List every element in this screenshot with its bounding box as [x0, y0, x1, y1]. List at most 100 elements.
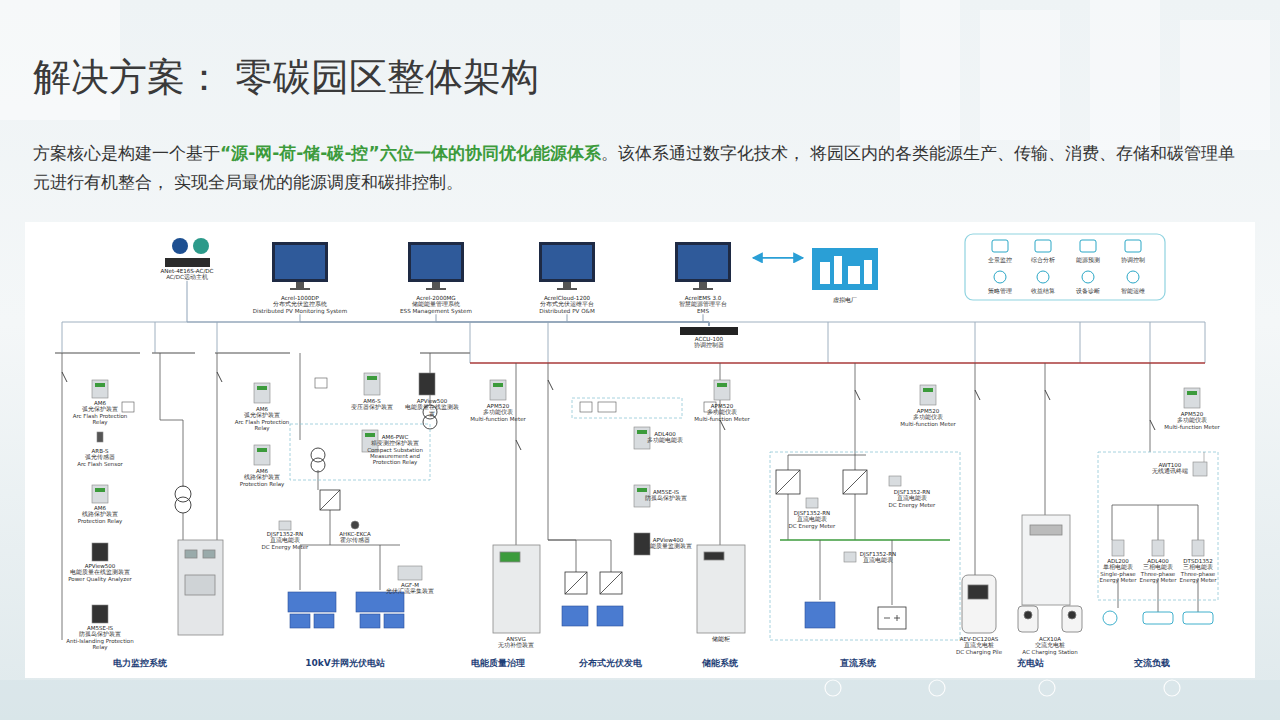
device-description: 箱变测控保护装置	[365, 440, 425, 446]
device-box: APView500电能质量在线监测装置Power Quality Analyze…	[65, 563, 135, 582]
model-name: DTSD1352	[1178, 558, 1218, 564]
group-frame	[770, 452, 960, 640]
meter-screen	[717, 383, 727, 387]
solar-panel	[562, 606, 588, 626]
monitor-screen	[275, 245, 325, 279]
device-description: AC/DC远动主机	[147, 274, 227, 280]
meter-screen	[637, 430, 647, 434]
virtual-plant-image	[834, 256, 842, 284]
charger-symbol	[1062, 606, 1082, 632]
device-description: 直流充电桩	[951, 642, 1007, 648]
power-wire	[62, 353, 63, 640]
device-description: 线路保护装置	[65, 511, 135, 517]
meter-icon	[806, 498, 818, 508]
device-box: APView500电能质量在线监测装置	[403, 398, 461, 417]
device-description: 直流电能表	[260, 537, 310, 543]
device-description: 交流充电桩	[1010, 642, 1090, 648]
model-name: AcrelCloud-1200	[519, 295, 615, 301]
meter-icon	[92, 380, 108, 398]
meter-icon	[714, 380, 730, 400]
device-description: 协调控制器	[664, 342, 754, 348]
device-box: ADL400三相电能表Three-phase Energy Meter	[1138, 558, 1178, 583]
meter-screen	[367, 376, 377, 380]
device-box: DJSF1352-RN直流电能表DC Energy Meter	[260, 531, 310, 550]
model-name: AM6	[65, 505, 135, 511]
function-label: 综合分析	[1031, 256, 1055, 265]
device-box: DJSF1352-RN直流电能表	[854, 551, 902, 564]
device-description: Three-phase Energy Meter	[1138, 571, 1178, 584]
main-busbar	[470, 362, 1205, 364]
section-label: 分布式光伏发电	[579, 657, 642, 670]
device-description: 多功能仪表	[469, 409, 527, 415]
meter-icon	[364, 373, 380, 395]
system-box: Acrel-2000MG储能能量管理系统ESS Management Syste…	[388, 240, 484, 314]
power-wire	[855, 363, 856, 455]
device-box: AM6-S变压器保护装置	[346, 398, 398, 411]
device-description: 无线通讯终端	[1150, 468, 1190, 474]
transformer-symbol	[311, 458, 325, 472]
device-description: 弧光保护装置	[65, 406, 135, 412]
breaker-symbol	[975, 390, 980, 400]
group-frame	[572, 398, 682, 418]
device-description: 分布式光伏监控系统	[252, 301, 348, 307]
device-description: Distributed PV Monitoring System	[252, 308, 348, 314]
meter-screen	[257, 386, 267, 390]
meter-icon	[92, 373, 1207, 623]
virtual-plant-image	[812, 248, 878, 290]
group-frame	[1098, 452, 1218, 600]
breaker-symbol	[62, 372, 1155, 450]
device-description: DC Energy Meter	[884, 502, 940, 508]
communication-line	[548, 322, 549, 363]
charger-symbol	[1024, 611, 1032, 619]
model-name: AGF-M	[385, 582, 435, 588]
meter-screen	[95, 383, 105, 387]
device-description: DC Energy Meter	[784, 523, 840, 529]
device-description: 多功能电能表	[645, 437, 685, 443]
solar-panel	[384, 614, 404, 628]
model-name: AM5SE-IS	[65, 625, 135, 631]
device-box: APM520多功能仪表Multi-function Meter	[693, 403, 751, 422]
breaker-symbol	[217, 372, 222, 382]
device-box: AM5SE-IS防孤岛保护装置	[644, 489, 688, 502]
device-description: Anti-Islanding Protection Relay	[65, 638, 135, 651]
busbar	[55, 352, 140, 353]
monitor-screen	[426, 288, 446, 290]
function-panel	[1035, 240, 1051, 252]
device-box: DJSF1352-RN直流电能表DC Energy Meter	[784, 510, 840, 529]
device-description: 单相电能表	[1098, 564, 1138, 570]
communication-link	[703, 314, 709, 326]
cabinet	[185, 550, 197, 558]
function-label: 能源预测	[1076, 256, 1100, 265]
communication-line	[470, 322, 471, 363]
monitor-screen	[290, 288, 310, 290]
transformer-symbol	[175, 405, 437, 513]
system-box: ANet-4E16S-AC/DCAC/DC远动主机	[147, 268, 227, 281]
device-description: Multi-function Meter	[1163, 424, 1221, 430]
cabinet	[203, 550, 215, 558]
system-box: ACCU-100协调控制器	[664, 326, 754, 349]
device-description: Distributed PV O&M	[519, 308, 615, 314]
device-box: ANSVG无功补偿装置	[486, 636, 546, 649]
breaker-symbol	[1045, 390, 1050, 400]
communication-line	[1205, 322, 1206, 363]
monitor-screen	[675, 242, 731, 282]
function-panel	[965, 234, 1165, 300]
cabinet	[185, 575, 215, 595]
breaker-symbol	[516, 440, 521, 450]
bottom-icon	[1164, 680, 1180, 696]
function-panel	[965, 234, 1165, 300]
monitor-screen	[408, 242, 464, 282]
section-label: 电能质量治理	[471, 657, 525, 670]
model-name: APView400	[644, 537, 692, 543]
communication-line	[1080, 322, 1081, 363]
device-description: Arc Flash Protection Relay	[231, 419, 293, 432]
inverter-symbol	[600, 572, 622, 594]
switch-box	[598, 402, 616, 412]
meter-screen	[365, 433, 375, 437]
communication-link	[436, 314, 709, 326]
diagram-panel	[25, 222, 1255, 678]
device-description: 霍尔传感器	[330, 537, 380, 543]
model-name: AM6-PWC	[365, 434, 425, 440]
model-name: AM6	[65, 400, 135, 406]
